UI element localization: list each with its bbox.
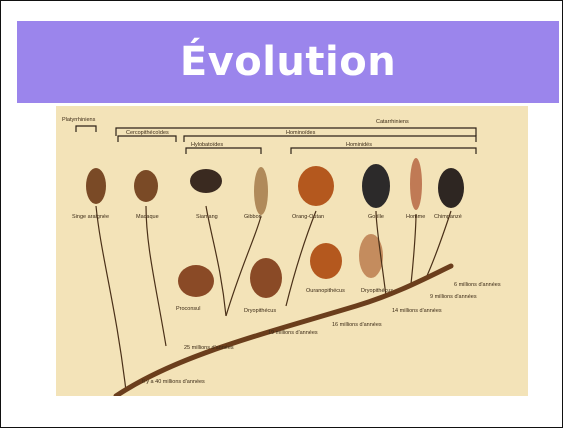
group-label-catarrhiniens: Catarrhiniens <box>376 119 409 125</box>
phylogenetic-tree <box>96 206 451 391</box>
time-label-16-ma: 16 millions d'années <box>332 322 382 328</box>
species-label-siamang: Siamang <box>196 214 218 220</box>
dryopithecus-hanging-figure <box>359 234 383 278</box>
dryopithecus-figure <box>250 258 282 298</box>
evolution-figure: Platyrrhiniens Catarrhiniens Cercopithéc… <box>56 106 528 396</box>
group-label-hylobatoides: Hylobatoïdes <box>191 142 223 148</box>
branch-singe-araignee <box>96 206 126 391</box>
siamang-figure <box>190 169 222 193</box>
bracket-platyrrhiniens <box>76 126 96 132</box>
chimpanzee-figure <box>438 168 464 208</box>
branch-siamang <box>206 206 226 316</box>
group-label-cercopithecoides: Cercopithécoïdes <box>126 130 169 136</box>
branch-macaque <box>146 206 166 346</box>
species-label-ouranopithecus: Ouranopithécus <box>306 288 345 294</box>
title-bar: Évolution <box>17 21 559 103</box>
group-label-hominoides: Hominoïdes <box>286 130 316 136</box>
group-label-platyrrhiniens: Platyrrhiniens <box>62 117 96 123</box>
species-label-proconsul: Proconsul <box>176 306 200 312</box>
macaque-figure <box>134 170 158 202</box>
species-label-dryopithecus: Dryopithécus <box>244 308 276 314</box>
slide-title: Évolution <box>180 39 396 85</box>
orangutan-figure <box>298 166 334 206</box>
time-label-9-ma: 9 millions d'années <box>430 294 477 300</box>
gibbon-figure <box>254 167 268 215</box>
species-label-gibbon: Gibbon <box>244 214 262 220</box>
proconsul-figure <box>178 265 214 297</box>
primate-silhouettes <box>86 158 464 298</box>
time-label-14-ma: 14 millions d'années <box>392 308 442 314</box>
ouranopithecus-figure <box>310 243 342 279</box>
branch-homme <box>411 214 416 284</box>
human-figure <box>410 158 422 210</box>
bracket-hylobatoides <box>186 148 261 154</box>
bracket-cercopithecoides <box>118 136 176 142</box>
time-label-25-ma: 25 millions d'années <box>184 345 234 351</box>
gorilla-figure <box>362 164 390 208</box>
bracket-hominoides <box>184 136 476 142</box>
evolution-tree-image: Platyrrhiniens Catarrhiniens Cercopithéc… <box>56 106 528 396</box>
species-label-singe-araignee: Singe araignée <box>72 214 109 220</box>
time-label-19-ma: 19 millions d'années <box>268 330 318 336</box>
group-label-hominides: Hominidés <box>346 142 372 148</box>
species-label-orang-outan: Orang-Outan <box>292 214 324 220</box>
spider-monkey-figure <box>86 168 106 204</box>
bracket-hominides <box>291 148 476 154</box>
time-label-6-ma: 6 millions d'années <box>454 282 501 288</box>
species-label-macaque: Macaque <box>136 214 159 220</box>
time-label-40-ma: Il y a 40 millions d'années <box>142 379 205 385</box>
